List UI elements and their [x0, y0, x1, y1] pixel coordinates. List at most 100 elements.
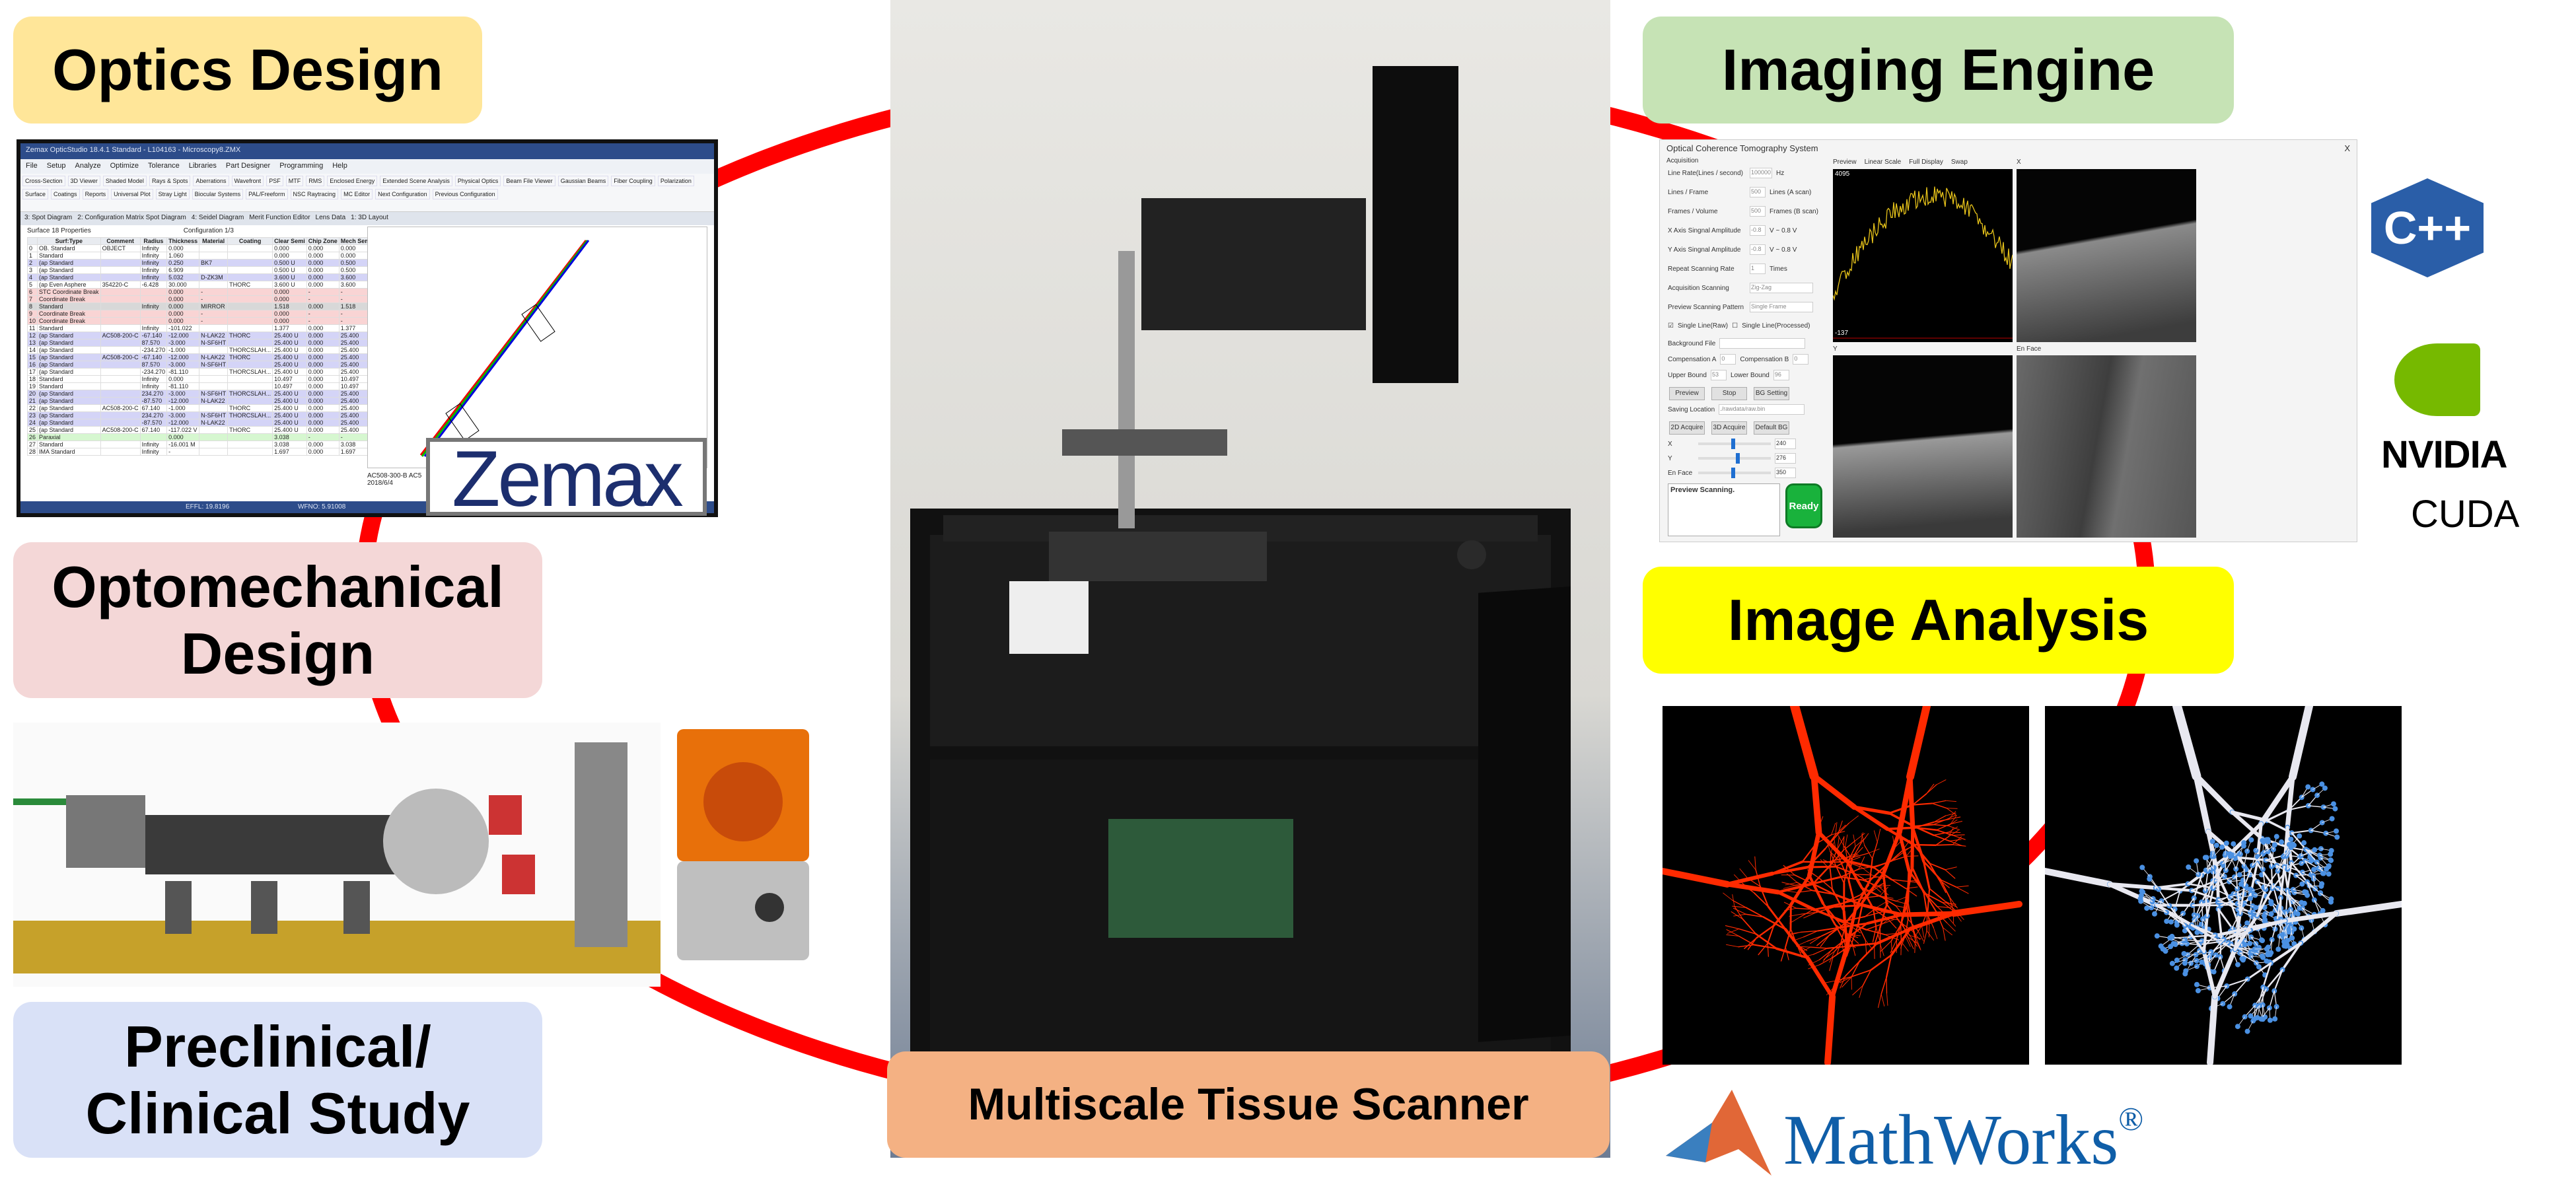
zemax-tab[interactable]: 1: 3D Layout	[351, 214, 388, 223]
lower-bound-input[interactable]: 96	[1773, 370, 1789, 380]
zemax-tab[interactable]: 2: Configuration Matrix Spot Diagram	[77, 214, 186, 223]
menu-item[interactable]: Help	[332, 162, 347, 171]
lens-row[interactable]: 5(ap Even Asphere354220-C-6.42830.000THO…	[28, 281, 385, 289]
ribbon-button[interactable]: Previous Configuration	[433, 189, 498, 199]
background-file-input[interactable]	[1719, 338, 1805, 349]
lens-row[interactable]: 15(ap StandardAC508-200-C-67.140-12.000N…	[28, 354, 385, 361]
ribbon-button[interactable]: Polarization	[658, 176, 694, 186]
field-input[interactable]: 1	[1750, 264, 1766, 274]
ribbon-button[interactable]: Wavefront	[232, 176, 264, 186]
oct-button[interactable]: 2D Acquire	[1669, 421, 1705, 435]
ribbon-button[interactable]: Extended Scene Analysis	[380, 176, 452, 186]
ribbon-button[interactable]: Surface	[22, 189, 48, 199]
menu-item[interactable]: File	[26, 162, 38, 171]
ribbon-button[interactable]: PSF	[266, 176, 283, 186]
lens-row[interactable]: 4(ap StandardInfinity5.032D-ZK3M3.600 U0…	[28, 274, 385, 281]
preview-option[interactable]: Linear Scale	[1865, 159, 1902, 166]
ribbon-button[interactable]: Cross-Section	[22, 176, 65, 186]
ready-button[interactable]: Ready	[1785, 483, 1822, 528]
ribbon-button[interactable]: Aberrations	[193, 176, 229, 186]
oct-button[interactable]: Stop	[1711, 387, 1747, 400]
lens-row[interactable]: 20(ap Standard234.270-3.000N-SF6HTTHORCS…	[28, 390, 385, 398]
compensation-a-input[interactable]: 0	[1720, 354, 1736, 365]
ribbon-button[interactable]: MTF	[286, 176, 304, 186]
ribbon-button[interactable]: Rays & Spots	[149, 176, 191, 186]
lens-row[interactable]: 16(ap Standard87.570-3.000N-SF6HT25.400 …	[28, 361, 385, 369]
lens-row[interactable]: 18StandardInfinity0.00010.4970.00010.497	[28, 376, 385, 383]
menu-item[interactable]: Libraries	[189, 162, 217, 171]
ribbon-button[interactable]: Reports	[83, 189, 109, 199]
ribbon-button[interactable]: 3D Viewer	[68, 176, 100, 186]
position-slider[interactable]	[1698, 472, 1771, 474]
lens-row[interactable]: 1StandardInfinity1.0600.0000.0000.000	[28, 252, 385, 260]
lens-row[interactable]: 11StandardInfinity-101.0221.3770.0001.37…	[28, 325, 385, 332]
oct-button[interactable]: 3D Acquire	[1711, 421, 1747, 435]
oct-button[interactable]: Default BG	[1754, 421, 1789, 435]
lens-row[interactable]: 0OB. StandardOBJECTInfinity0.0000.0000.0…	[28, 245, 385, 252]
preview-option[interactable]: Swap	[1951, 159, 1968, 166]
field-input[interactable]: 500	[1750, 206, 1766, 217]
close-icon[interactable]: X	[2344, 143, 2350, 154]
lens-row[interactable]: 3(ap StandardInfinity6.9090.500 U0.0000.…	[28, 267, 385, 274]
menu-item[interactable]: Optimize	[110, 162, 139, 171]
ribbon-button[interactable]: Fiber Coupling	[611, 176, 655, 186]
ribbon-button[interactable]: MC Editor	[341, 189, 373, 199]
lens-row[interactable]: 22(ap StandardAC508-200-C67.140-1.000THO…	[28, 405, 385, 412]
processed-checkbox[interactable]: ☐	[1732, 322, 1738, 330]
oct-button[interactable]: Preview	[1669, 387, 1705, 400]
ribbon-button[interactable]: Shaded Model	[103, 176, 147, 186]
menu-item[interactable]: Tolerance	[148, 162, 180, 171]
ribbon-button[interactable]: Physical Optics	[455, 176, 501, 186]
field-input[interactable]: Zig-Zag	[1750, 283, 1813, 293]
lens-row[interactable]: 13(ap Standard87.570-3.000N-SF6HT25.400 …	[28, 339, 385, 347]
slider-thumb[interactable]	[1736, 453, 1740, 464]
ribbon-button[interactable]: Enclosed Energy	[327, 176, 377, 186]
zemax-tab[interactable]: 4: Seidel Diagram	[192, 214, 244, 223]
field-input[interactable]: 500	[1750, 187, 1766, 197]
ribbon-button[interactable]: Coatings	[51, 189, 80, 199]
field-input[interactable]: -0.8	[1750, 225, 1766, 236]
slider-value-input[interactable]: 350	[1775, 468, 1796, 478]
lens-row[interactable]: 17(ap Standard-234.270-81.110THORCSLAH..…	[28, 369, 385, 376]
lens-row[interactable]: 21(ap Standard-87.570-12.000N-LAK2225.40…	[28, 398, 385, 405]
lens-row[interactable]: 8StandardInfinity0.000MIRROR1.5180.0001.…	[28, 303, 385, 310]
ribbon-button[interactable]: PAL/Freeform	[246, 189, 287, 199]
menu-item[interactable]: Part Designer	[226, 162, 270, 171]
ribbon-button[interactable]: Next Configuration	[375, 189, 430, 199]
menu-item[interactable]: Setup	[47, 162, 66, 171]
lens-row[interactable]: 19StandardInfinity-81.11010.4970.00010.4…	[28, 383, 385, 390]
oct-button[interactable]: BG Setting	[1754, 387, 1789, 400]
ribbon-button[interactable]: Beam File Viewer	[503, 176, 555, 186]
ribbon-button[interactable]: Stray Light	[156, 189, 190, 199]
position-slider[interactable]	[1698, 457, 1771, 460]
ribbon-button[interactable]: RMS	[306, 176, 324, 186]
position-slider[interactable]	[1698, 442, 1771, 445]
lens-row[interactable]: 24(ap Standard-87.570-12.000N-LAK2225.40…	[28, 419, 385, 427]
lens-row[interactable]: 28IMA StandardInfinity-1.6970.0001.697	[28, 448, 385, 456]
slider-value-input[interactable]: 240	[1775, 439, 1796, 449]
tab-acquisition[interactable]: Acquisition	[1660, 157, 2357, 166]
ribbon-button[interactable]: NSC Raytracing	[291, 189, 339, 199]
lens-row[interactable]: 14(ap Standard-234.270-1.000THORCSLAH...…	[28, 347, 385, 354]
ribbon-button[interactable]: Universal Plot	[111, 189, 153, 199]
menu-item[interactable]: Analyze	[75, 162, 100, 171]
lens-row[interactable]: 12(ap StandardAC508-200-C-67.140-12.000N…	[28, 332, 385, 339]
lens-row[interactable]: 7Coordinate Break0.000-0.000--	[28, 296, 385, 303]
compensation-b-input[interactable]: 0	[1793, 354, 1808, 365]
field-input[interactable]: Single Frame	[1750, 302, 1813, 312]
slider-thumb[interactable]	[1731, 439, 1735, 449]
upper-bound-input[interactable]: 53	[1711, 370, 1727, 380]
raw-checkbox[interactable]: ☑	[1668, 322, 1674, 330]
lens-row[interactable]: 25(ap StandardAC508-200-C67.140-117.022 …	[28, 427, 385, 434]
lens-row[interactable]: 2(ap StandardInfinity0.250BK70.500 U0.00…	[28, 260, 385, 267]
lens-row[interactable]: 6STC Coordinate Break0.000-0.000--	[28, 289, 385, 296]
preview-option[interactable]: Preview	[1833, 159, 1857, 166]
slider-value-input[interactable]: 276	[1775, 453, 1796, 464]
preview-option[interactable]: Full Display	[1909, 159, 1943, 166]
zemax-tab[interactable]: 3: Spot Diagram	[24, 214, 72, 223]
saving-location-input[interactable]: ./rawdata/raw.bin	[1719, 404, 1805, 415]
field-input[interactable]: 100000	[1750, 168, 1772, 178]
menu-item[interactable]: Programming	[279, 162, 323, 171]
lens-row[interactable]: 10Coordinate Break0.000-0.000--	[28, 318, 385, 325]
lens-row[interactable]: 9Coordinate Break0.000-0.000--	[28, 310, 385, 318]
